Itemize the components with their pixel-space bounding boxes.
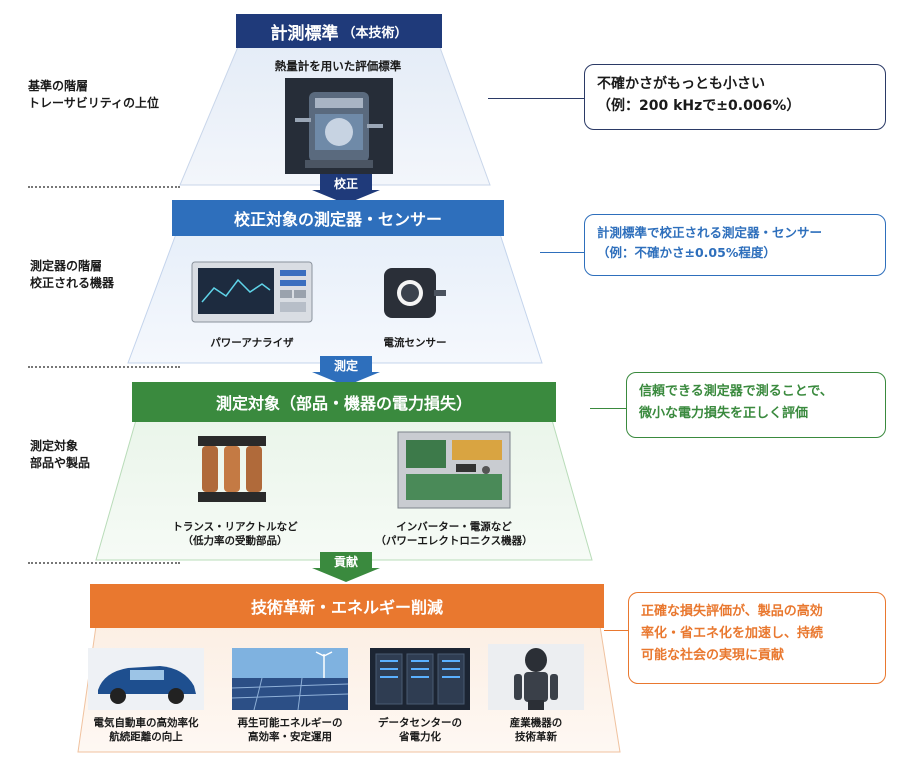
current-sensor-photo	[376, 262, 448, 324]
tier2-item-2-caption: 電流センサー	[383, 337, 447, 349]
tier2-connector	[540, 252, 584, 253]
arrow2-label: 測定	[333, 358, 358, 373]
tier3-banner: 測定対象（部品・機器の電力損失）	[132, 382, 556, 422]
tier4-banner: 技術革新・エネルギー削減	[90, 584, 604, 628]
tier4-item-3-caption: データセンターの 省電力化	[378, 717, 462, 743]
tier4-item-1-caption: 電気自動車の高効率化 航続距離の向上	[93, 717, 199, 743]
tier1-title: 計測標準	[270, 23, 339, 44]
tier2-item-1-caption: パワーアナライザ	[210, 337, 294, 349]
tier3-callout: 信頼できる測定器で測ることで、 微小な電力損失を正しく評価	[626, 372, 886, 438]
separator-3	[28, 562, 180, 564]
separator-2	[28, 366, 180, 368]
transformer-photo	[194, 430, 270, 508]
arrow-down-icon	[312, 552, 380, 582]
tier1-callout: 不確かさがもっとも小さい （例：200 kHzで±0.006%）	[584, 64, 886, 130]
robot-photo	[488, 644, 584, 710]
inverter-photo	[396, 430, 512, 510]
arrow-down-icon	[312, 356, 380, 386]
tier2-side-label: 測定器の階層 校正される機器	[30, 259, 115, 290]
tier4-connector	[604, 630, 628, 631]
arrow3-label: 貢献	[333, 554, 358, 569]
arrow-down-icon	[312, 174, 380, 204]
tier3-item-2-caption: インバーター・電源など （パワーエレクトロニクス機器）	[375, 521, 533, 547]
separator-1	[28, 186, 180, 188]
tier1-subtitle: 熱量計を用いた評価標準	[274, 59, 402, 73]
tier1-connector	[488, 98, 584, 99]
tier4-item-2-caption: 再生可能エネルギーの 高効率・安定運用	[237, 717, 343, 743]
datacenter-photo	[370, 648, 470, 710]
tier1-side-label: 基準の階層 トレーサビリティの上位	[28, 79, 160, 110]
arrow1-label: 校正	[333, 176, 358, 191]
tier1-title-paren: （本技術）	[342, 25, 408, 41]
tier2-banner: 校正対象の測定器・センサー	[172, 200, 504, 236]
tier3-connector	[590, 408, 626, 409]
tier1-banner: 計測標準 （本技術）	[236, 14, 442, 48]
tier3-side-label: 測定対象 部品や製品	[30, 439, 91, 470]
solar-photo	[232, 648, 348, 710]
tier2-callout: 計測標準で校正される測定器・センサー （例：不確かさ±0.05%程度）	[584, 214, 886, 276]
tier4-callout: 正確な損失評価が、製品の高効 率化・省エネ化を加速し、持続 可能な社会の実現に貢…	[628, 592, 886, 684]
tier3-item-1-caption: トランス・リアクトルなど （低力率の受動部品）	[172, 521, 298, 547]
ev-photo	[88, 648, 204, 710]
power-analyzer-photo	[190, 258, 314, 326]
tier4-item-4-caption: 産業機器の 技術革新	[509, 717, 563, 743]
calorimeter-photo	[285, 78, 393, 174]
